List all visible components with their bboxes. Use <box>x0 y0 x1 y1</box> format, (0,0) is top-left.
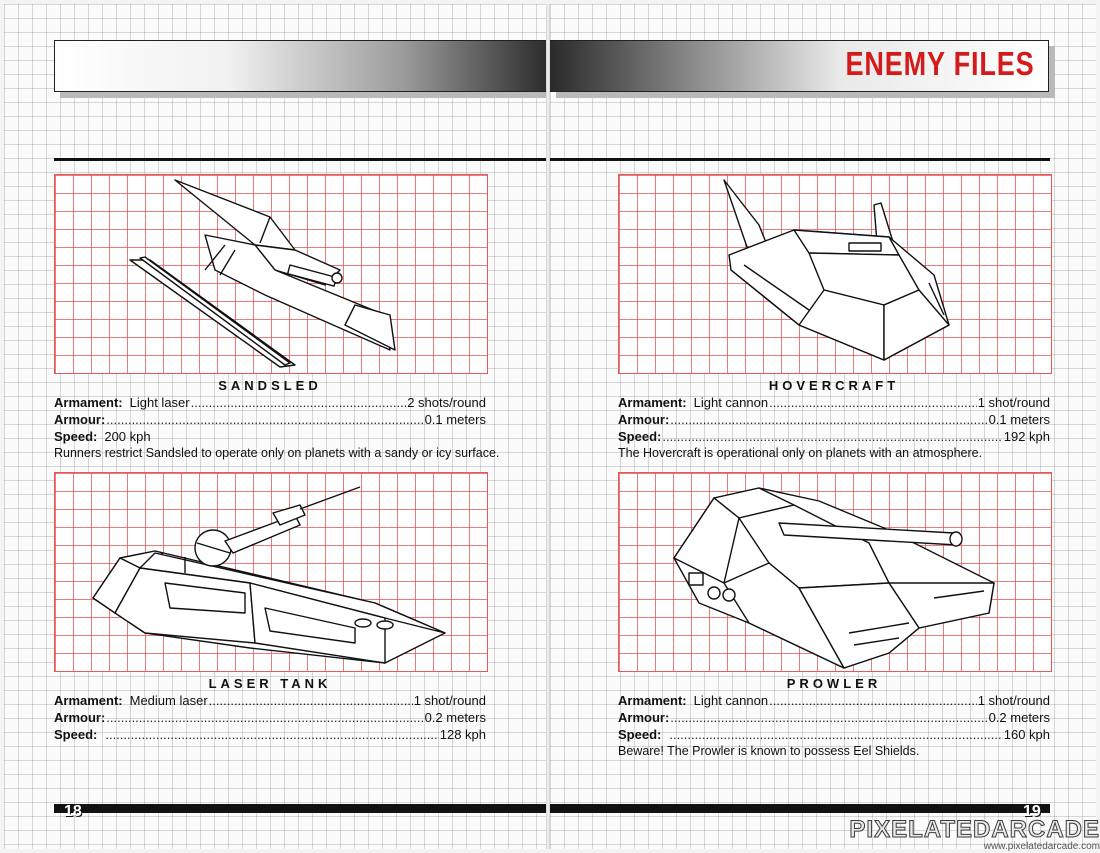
armour-value: 0.2 meters <box>988 710 1050 725</box>
armament-weapon: Light cannon <box>693 693 769 708</box>
armament-weapon: Light cannon <box>693 395 769 410</box>
speed-label: Speed: <box>54 727 98 742</box>
leader-dots <box>662 428 1002 445</box>
armament-value: 1 shot/round <box>413 693 486 708</box>
watermark: PIXELATEDARCADE www.pixelatedarcade.com <box>849 816 1100 853</box>
armament-label: Armament: <box>54 395 123 410</box>
page-number-right: 19 <box>1023 803 1041 820</box>
armament-row: Armament: Light cannon 1 shot/round <box>618 692 1050 709</box>
leader-dots <box>191 394 407 411</box>
book-spine <box>546 4 550 849</box>
speed-label: Speed: <box>618 429 662 444</box>
armour-row: Armour: 0.1 meters <box>54 411 486 428</box>
leader-dots <box>669 726 1002 743</box>
enemy-description: Beware! The Prowler is known to possess … <box>618 744 920 758</box>
armament-weapon: Medium laser <box>129 693 208 708</box>
armament-label: Armament: <box>618 395 687 410</box>
right-page: ENEMY FILES HOVERCRAFT Armament: Light <box>550 4 1096 849</box>
speed-row: Speed: 192 kph <box>618 428 1050 445</box>
page-number-left: 18 <box>64 803 82 820</box>
prowler-stats: Armament: Light cannon 1 shot/round Armo… <box>618 692 1050 760</box>
armour-label: Armour: <box>618 412 670 427</box>
enemy-name: PROWLER <box>786 676 882 691</box>
armour-value: 0.1 meters <box>424 412 486 427</box>
laser-tank-grid-panel <box>54 472 488 672</box>
hovercraft-drawing-icon <box>723 179 950 361</box>
armour-row: Armour: 0.2 meters <box>54 709 486 726</box>
enemy-name: LASER TANK <box>208 676 332 691</box>
footer-bar-left <box>54 804 546 813</box>
enemy-name: HOVERCRAFT <box>768 378 900 393</box>
speed-value: 200 kph <box>104 429 151 444</box>
sandsled-stats: Armament: Light laser 2 shots/round Armo… <box>54 394 500 462</box>
armour-row: Armour: 0.1 meters <box>618 411 1050 428</box>
armament-value: 1 shot/round <box>977 693 1050 708</box>
armament-value: 2 shots/round <box>407 395 486 410</box>
armour-row: Armour: 0.2 meters <box>618 709 1050 726</box>
speed-label: Speed: <box>618 727 662 742</box>
prowler-drawing-icon <box>673 487 995 669</box>
leader-dots <box>209 692 413 709</box>
hovercraft-grid-panel <box>618 174 1052 374</box>
section-rule-right <box>550 158 1050 161</box>
section-title: ENEMY FILES <box>845 45 1034 82</box>
header-bar-left <box>54 40 546 92</box>
enemy-description: The Hovercraft is operational only on pl… <box>618 446 983 460</box>
armour-label: Armour: <box>618 710 670 725</box>
laser-tank-drawing-icon <box>92 486 446 664</box>
leader-dots <box>769 692 977 709</box>
speed-row: Speed: 200 kph <box>54 428 486 445</box>
armament-label: Armament: <box>54 693 123 708</box>
watermark-brand: PIXELATEDARCADE <box>849 816 1100 844</box>
armour-value: 0.2 meters <box>424 710 486 725</box>
leader-dots <box>670 411 987 428</box>
armament-weapon: Light laser <box>129 395 190 410</box>
armament-row: Armament: Light cannon 1 shot/round <box>618 394 1050 411</box>
left-page: SANDSLED Armament: Light laser 2 shots/r… <box>4 4 546 849</box>
armour-label: Armour: <box>54 412 106 427</box>
enemy-name: SANDSLED <box>218 378 322 393</box>
armament-value: 1 shot/round <box>977 395 1050 410</box>
prowler-grid-panel <box>618 472 1052 672</box>
armour-label: Armour: <box>54 710 106 725</box>
enemy-description: Runners restrict Sandsled to operate onl… <box>54 446 500 460</box>
leader-dots <box>769 394 977 411</box>
laser-tank-stats: Armament: Medium laser 1 shot/round Armo… <box>54 692 486 743</box>
armament-label: Armament: <box>618 693 687 708</box>
watermark-url: www.pixelatedarcade.com <box>983 841 1100 852</box>
sandsled-grid-panel <box>54 174 488 374</box>
speed-label: Speed: <box>54 429 98 444</box>
speed-value: 128 kph <box>439 727 486 742</box>
leader-dots <box>106 411 423 428</box>
footer-bar-right <box>550 804 1050 813</box>
leader-dots <box>106 709 423 726</box>
speed-value: 160 kph <box>1003 727 1050 742</box>
header-bar-right: ENEMY FILES <box>550 40 1049 92</box>
speed-row: Speed: 160 kph <box>618 726 1050 743</box>
section-rule-left <box>54 158 546 161</box>
armour-value: 0.1 meters <box>988 412 1050 427</box>
speed-row: Speed: 128 kph <box>54 726 486 743</box>
sandsled-drawing-icon <box>129 179 396 368</box>
leader-dots <box>105 726 438 743</box>
armament-row: Armament: Light laser 2 shots/round <box>54 394 486 411</box>
leader-dots <box>670 709 987 726</box>
hovercraft-stats: Armament: Light cannon 1 shot/round Armo… <box>618 394 1050 462</box>
speed-value: 192 kph <box>1003 429 1050 444</box>
armament-row: Armament: Medium laser 1 shot/round <box>54 692 486 709</box>
